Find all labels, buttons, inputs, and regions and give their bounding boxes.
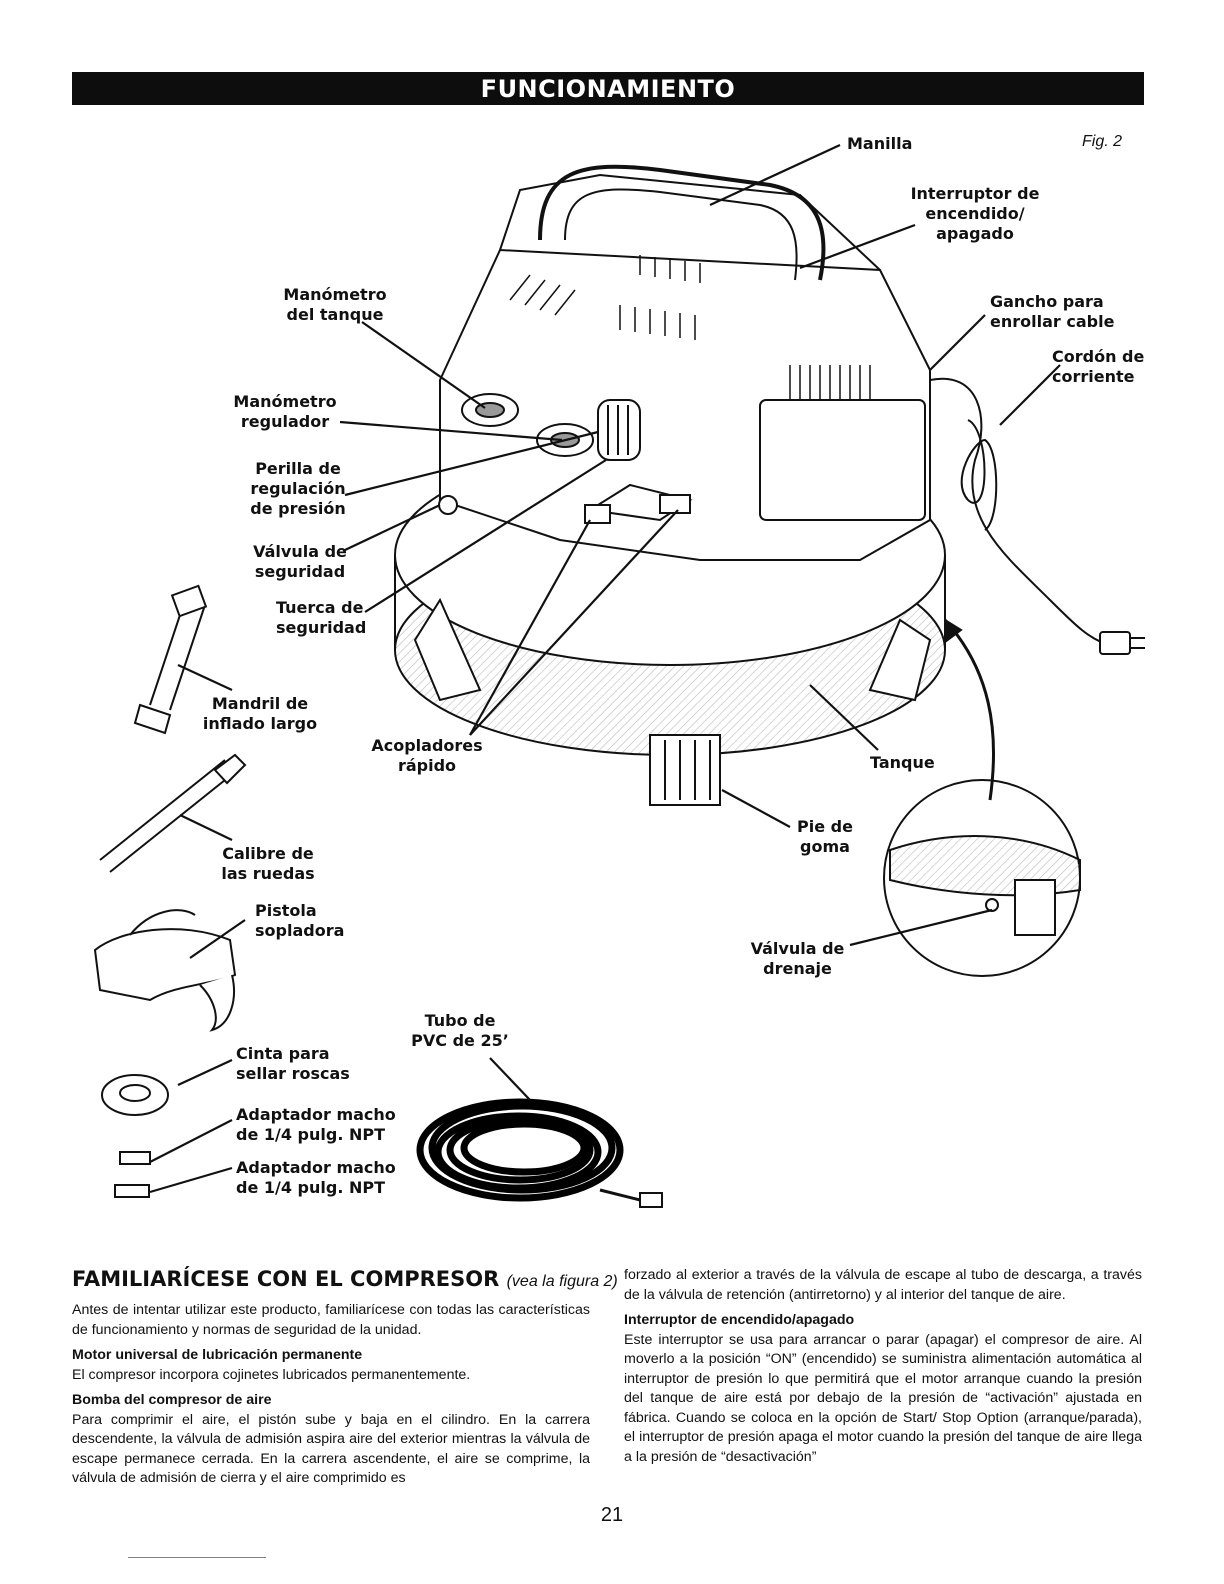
page-number: 21 [600, 1504, 624, 1526]
footer-rule [128, 1557, 266, 1558]
label-manometro-regulador: Manómetro regulador [233, 392, 337, 431]
label-cordon: Cordón de corriente [1052, 347, 1145, 386]
section-heading-text: FAMILIARÍCESE CON EL COMPRESOR [72, 1267, 500, 1291]
label-tanque: Tanque [870, 753, 935, 772]
bomba-heading: Bomba del compresor de aire [72, 1392, 272, 1408]
label-pie: Pie de goma [797, 817, 853, 856]
label-tuerca: Tuerca de seguridad [276, 598, 367, 637]
label-valvula-drenaje: Válvula de drenaje [750, 939, 845, 978]
section-banner: FUNCIONAMIENTO [72, 72, 1144, 105]
intro-paragraph: Antes de intentar utilizar este producto… [72, 1302, 590, 1338]
compressor-illustration [93, 144, 1145, 1208]
label-calibre: Calibre de las ruedas [221, 844, 315, 883]
interruptor-heading: Interruptor de encendido/apagado [624, 1312, 855, 1328]
bomba-continued-paragraph: forzado al exterior a través de la válvu… [624, 1267, 1142, 1303]
motor-heading: Motor universal de lubricación permanent… [72, 1347, 363, 1363]
label-gancho: Gancho para enrollar cable [990, 292, 1115, 331]
label-manilla: Manilla [847, 134, 913, 153]
left-column: FAMILIARÍCESE CON EL COMPRESOR (vea la f… [72, 1266, 618, 1495]
label-cinta: Cinta para sellar roscas [236, 1044, 350, 1083]
label-perilla: Perilla de regulación de presión [250, 459, 346, 518]
section-heading: FAMILIARÍCESE CON EL COMPRESOR (vea la f… [72, 1266, 618, 1295]
bomba-paragraph: Para comprimir el aire, el pistón sube y… [72, 1411, 590, 1487]
right-column: forzado al exterior a través de la válvu… [624, 1266, 1142, 1473]
label-acopladores: Acopladores rápido [371, 736, 483, 775]
motor-paragraph: El compresor incorpora cojinetes lubrica… [72, 1366, 471, 1383]
label-interruptor: Interruptor de encendido/ apagado [910, 184, 1040, 243]
label-tubo: Tubo de PVC de 25’ [411, 1011, 509, 1050]
label-adaptador-2: Adaptador macho de 1/4 pulg. NPT [236, 1158, 396, 1197]
label-pistola: Pistola sopladora [255, 901, 345, 940]
section-heading-ref: (vea la figura 2) [506, 1273, 618, 1290]
label-manometro-tanque: Manómetro del tanque [283, 285, 387, 324]
label-adaptador-1: Adaptador macho de 1/4 pulg. NPT [236, 1105, 396, 1144]
label-mandril: Mandril de inflado largo [202, 694, 318, 733]
label-valvula-seguridad: Válvula de seguridad [253, 542, 347, 581]
interruptor-paragraph: Este interruptor se usa para arrancar o … [624, 1331, 1142, 1465]
figure-label: Fig. 2 [1082, 133, 1123, 150]
compressor-figure: Fig. 2 Manilla Interruptor de encendido/… [0, 108, 1224, 1258]
